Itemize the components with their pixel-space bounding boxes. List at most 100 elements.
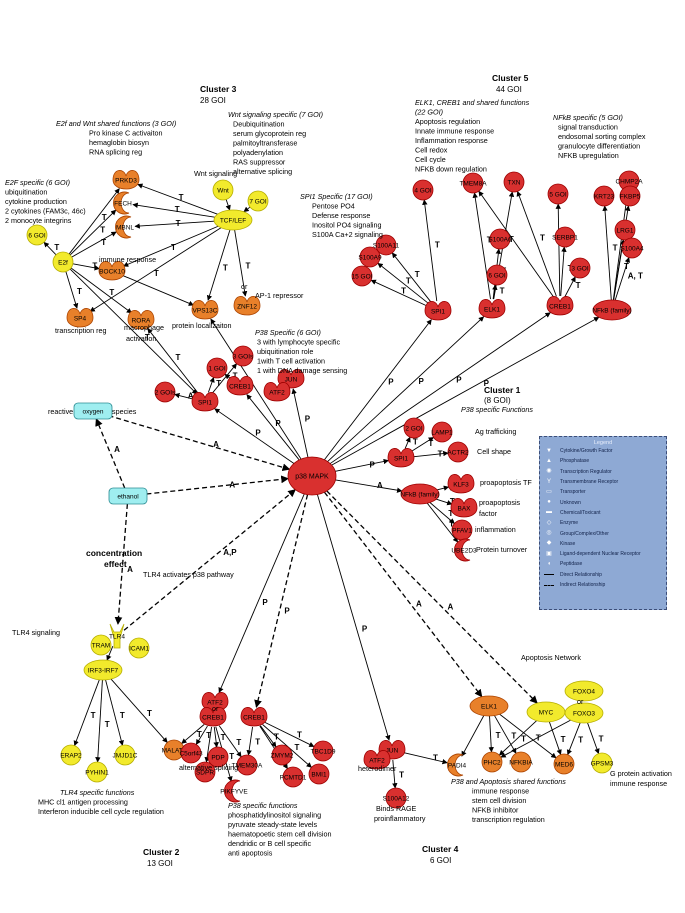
edge-spi1b-s100a11	[391, 252, 432, 303]
node-shape	[454, 538, 471, 562]
node-mbnl: MBNL	[115, 215, 134, 239]
node-e2f: E2f	[52, 251, 74, 273]
edge-p38-atf2b	[218, 493, 305, 694]
node-s100a11: S100A11	[373, 234, 400, 256]
edge-label: P	[284, 607, 290, 616]
edge-wnt-tcf	[225, 199, 231, 211]
node-label: PRKD3	[115, 178, 137, 185]
node-label: NFKBIA	[509, 760, 533, 767]
edge-label: T	[233, 371, 238, 380]
legend-label: Transporter	[560, 489, 586, 496]
node-shape	[431, 421, 453, 443]
node-shape	[489, 228, 511, 250]
legend-row: ▭Transporter	[540, 487, 666, 497]
node-label: VPS13C	[193, 308, 218, 315]
node-shape	[363, 750, 391, 770]
cluster4-title: Cluster 4	[422, 844, 459, 854]
annotation-line-p38_c2: haematopoetic stem cell division	[228, 830, 331, 839]
node-label: S100A4	[620, 246, 644, 253]
node-goi4: 4 GOI	[412, 179, 434, 201]
edge-creb1d-tbc1d9	[264, 721, 315, 747]
label-proapoptosis-tf: proapoptosis TF	[480, 478, 532, 487]
node-shape	[385, 787, 407, 809]
label-binds-rage: Binds RAGE	[376, 804, 417, 813]
edge-label: T	[179, 193, 184, 202]
node-shape	[194, 761, 216, 783]
edge-nfkbb-klf3	[437, 485, 450, 491]
legend-direct-row: Direct Relationship	[540, 570, 666, 580]
edge-label: T	[91, 711, 96, 720]
node-label: CREB1	[229, 384, 251, 391]
node-label: SPI1	[394, 456, 408, 463]
node-txn: TXN	[503, 171, 525, 193]
node-shape	[447, 441, 469, 463]
node-shape	[90, 634, 112, 656]
label-transcription-reg: transcription reg	[55, 326, 107, 335]
edge-label: A	[416, 600, 422, 609]
node-label: CHMP2A	[615, 179, 643, 186]
node-wnt: Wnt	[212, 179, 234, 201]
edge-label: T	[294, 743, 299, 752]
legend-row: ◎Group/Complex/Other	[540, 528, 666, 538]
label-immune-response: immune response	[99, 255, 156, 264]
edge-p38-jun1	[291, 388, 309, 458]
node-foxo3: FOXO3	[564, 702, 604, 724]
edge-label: A	[213, 440, 219, 449]
node-shape	[546, 296, 574, 316]
node-label: ZMYM2	[271, 753, 294, 760]
edge-creb1d-tmem30a	[246, 726, 253, 756]
edge-label: T	[175, 205, 180, 214]
node-label: ATF2	[269, 390, 285, 397]
node-c5orf43: C5orf43	[179, 742, 203, 764]
edge-label: T	[120, 711, 125, 720]
edge-label: P	[456, 376, 462, 385]
edge-label: T	[101, 238, 106, 247]
node-fkbp5: FKBP5	[619, 185, 641, 207]
edge-label: T	[413, 437, 418, 446]
node-pcmtd1: PCMTD1	[280, 766, 307, 788]
node-shape	[553, 753, 575, 775]
node-lrg1: LRG1	[614, 219, 636, 241]
node-shape	[127, 310, 155, 330]
edge-jun2-s100a12	[392, 759, 398, 789]
node-shape	[86, 761, 108, 783]
node-myc: MYC	[526, 701, 566, 723]
annotation-header-apop: P38 and Apoptosis shared functions	[451, 777, 566, 786]
node-label: PHC2	[483, 760, 501, 767]
cluster2-count: 13 GOI	[147, 859, 173, 868]
node-label: 15 GOI	[352, 274, 373, 281]
edge-tcf-mbnl	[134, 220, 215, 229]
node-label: S100A11	[373, 243, 400, 250]
cytokine-icon: ▼	[546, 447, 552, 454]
edge-e2f-goi6a	[43, 241, 57, 256]
edge-p38-myc	[326, 490, 538, 704]
edge-label: T	[297, 731, 302, 740]
annotation-line-nfkb: NFKB upregulation	[558, 151, 619, 160]
edge-p38-spi1c	[335, 458, 389, 472]
node-goi3s: 3 GOIs	[232, 345, 254, 367]
edge-label: T	[599, 735, 604, 744]
node-s100a9: S100A9	[358, 246, 382, 268]
edge-tcf-vps13c	[206, 229, 231, 301]
annotation-line-elk1: NFKB down regulation	[415, 165, 487, 174]
annotation-line-wnt: serum glycoprotein reg	[233, 129, 306, 138]
node-rora: RORA	[127, 310, 155, 330]
node-shape	[114, 744, 136, 766]
annotation-line-wnt: polyadenylation	[233, 148, 283, 157]
node-shape	[180, 742, 202, 764]
node-label: ACTR2	[447, 450, 469, 457]
node-shape	[481, 751, 503, 773]
label-inflammation: inflammation	[475, 525, 516, 534]
node-label: CREB1	[202, 715, 224, 722]
edge-foxo3-med6	[566, 722, 581, 756]
node-creb1b: CREB1	[546, 296, 574, 316]
edge-label: T	[521, 735, 526, 744]
edge-spi1c-actr2	[413, 450, 449, 458]
node-tlr4: TLR4	[109, 623, 125, 649]
node-goi15: 15 GOI	[352, 265, 373, 287]
edge-p38-vps13c	[210, 318, 302, 460]
edge-spi1a-rora	[147, 328, 199, 394]
annotation-line-p38_c2: anti apoptosis	[228, 849, 273, 858]
label-factor: factor	[479, 509, 498, 518]
